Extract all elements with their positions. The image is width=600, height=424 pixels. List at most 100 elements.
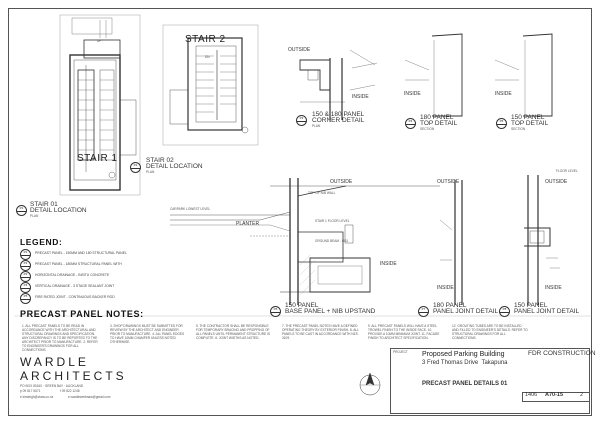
- caption-bubble-joint2: [499, 306, 510, 317]
- label-inside-joint1: INSIDE: [437, 285, 454, 291]
- top-detail-1: [404, 33, 463, 117]
- legend-tag: P4: [23, 283, 28, 287]
- legend-bubble: [20, 282, 31, 293]
- caption-joint1-line2: PANEL JOINT DETAIL: [433, 308, 499, 315]
- caption-stair1-line2: DETAIL LOCATION: [30, 207, 87, 214]
- label-outside-joint2: OUTSIDE: [545, 179, 568, 185]
- caption-bubble-top2: [496, 118, 507, 129]
- caption-stair1-line1: STAIR 01: [30, 201, 58, 208]
- legend-tag: P1: [23, 250, 28, 254]
- title-block: [390, 348, 590, 414]
- legend-bubble: [20, 249, 31, 260]
- revision-number: 2: [580, 392, 584, 398]
- company-email-1: e kirsteigh@clara.co.nz: [20, 395, 54, 399]
- client-name: FDR CONSTRUCTION: [528, 350, 596, 357]
- label-floor-level: FLOOR LEVEL: [556, 169, 578, 173]
- legend-item-text: FIRE RATED JOINT - CONTINUOUS BACKER ROD: [35, 295, 115, 299]
- base-panel-detail: [170, 178, 440, 305]
- label-inside-top2: INSIDE: [495, 91, 512, 97]
- note-col-4: 7. THE PRECAST PANEL NOTES HAVE A DEFINE…: [282, 324, 359, 340]
- caption-corner-line1: 150 & 180 PANEL: [312, 111, 365, 118]
- caption-top1-line1: 180 PANEL: [420, 114, 454, 121]
- label-inside-top1: INSIDE: [404, 91, 421, 97]
- note-col-3: 5. THE CONTRACTOR SHALL BE RESPONSIBLE F…: [196, 324, 271, 340]
- caption-num-stair1: P1: [19, 206, 24, 210]
- label-up-stair1: UP: [97, 39, 102, 43]
- caption-stair1-scale: PLAN: [30, 214, 39, 218]
- caption-top2-line2: TOP DETAIL: [511, 120, 549, 127]
- caption-num-corner: P3: [299, 116, 304, 120]
- drawing-number: A70-15: [545, 392, 564, 398]
- caption-bubble-stair1: [16, 205, 27, 216]
- caption-base-line1: 150 PANEL: [285, 302, 319, 309]
- label-planter: PLANTER: [236, 221, 260, 227]
- legend-bubble: [20, 260, 31, 271]
- legend-tag: P2: [23, 261, 28, 265]
- label-outside-base: OUTSIDE: [330, 179, 353, 185]
- caption-corner-line2: CORNER DETAIL: [312, 117, 365, 124]
- notes-title: PRECAST PANEL NOTES:: [20, 309, 144, 319]
- sheet-border: [8, 8, 592, 416]
- caption-stair2-scale: PLAN: [146, 170, 155, 174]
- label-inside-base: INSIDE: [380, 261, 397, 267]
- company-address: PO BOX 80160 · GREEN BAY · AUCKLAND: [20, 384, 84, 388]
- sheet-number-box: [522, 392, 590, 402]
- caption-stair2-line2: DETAIL LOCATION: [146, 163, 203, 170]
- caption-top1-scale: SECTION: [420, 127, 435, 131]
- caption-num-joint1: P7: [421, 307, 426, 311]
- panel-joint-detail-1: [439, 180, 463, 305]
- project-name: Proposed Parking Building: [422, 351, 505, 358]
- caption-bubble-stair2: [130, 162, 141, 173]
- legend-item-text: PRECAST PANEL - 180MM STRUCTURAL PANEL W…: [35, 262, 122, 266]
- note-col-5: 9. ALL PRECAST PANELS WILL HAVE A STEEL …: [368, 324, 440, 340]
- caption-num-top1: P4: [408, 119, 413, 123]
- caption-num-top2: P5: [499, 119, 504, 123]
- company-email-2: e wardlewerbsaw@gmail.com: [68, 395, 111, 399]
- project-address: 3 Fred Thomas Drive Takapuna: [422, 360, 508, 366]
- job-number: 1406: [525, 392, 538, 398]
- legend-item-text: PRECAST PANEL - 150MM AND 180 STRUCTURAL…: [35, 251, 127, 255]
- label-top-nib: TOP OF NIB WALL: [308, 191, 336, 195]
- caption-num-joint2: P8: [502, 307, 507, 311]
- company-fax: f 09 822 1248: [60, 389, 80, 393]
- note-col-1: 1. ALL PRECAST PANELS TO BE READ IN ACCO…: [22, 324, 98, 352]
- caption-num-stair2: P2: [133, 163, 138, 167]
- stair1-title: STAIR 1: [77, 153, 118, 164]
- label-ground-beam: GROUND BEAM - GB1: [315, 239, 349, 243]
- legend-bubble: [20, 271, 31, 282]
- caption-base-line2: BASE PANEL + NIB UPSTAND: [285, 308, 376, 315]
- label-outside-joint1: OUTSIDE: [437, 179, 460, 185]
- caption-num-base: P6: [273, 307, 278, 311]
- project-label: PROJECT: [393, 350, 408, 354]
- label-outside-corner: OUTSIDE: [288, 47, 311, 53]
- top-detail-2: [494, 33, 553, 117]
- stair2-title: STAIR 2: [185, 34, 226, 45]
- legend-item-text: HORIZONTAL DRAINAGE - INSITU CONCRETE: [35, 273, 110, 277]
- caption-top1-line2: TOP DETAIL: [420, 120, 458, 127]
- stair2-plan: [162, 24, 259, 146]
- caption-bubble-base: [270, 306, 281, 317]
- stair1-plan: [59, 14, 141, 196]
- company-name-1: WARDLE: [20, 355, 89, 369]
- legend-bubble: [20, 293, 31, 304]
- company-name-2: ARCHITECTS: [20, 369, 127, 383]
- label-stair-floor: STAIR 1 FLOOR LEVEL: [315, 219, 350, 223]
- legend-item-text: VERTICAL DRAINAGE - 3 STAGE SEALANT JOIN…: [35, 284, 115, 288]
- caption-corner-scale: PLAN: [312, 124, 321, 128]
- note-col-2: 3. SHOP DRAWINGS MUST BE SUBMITTED FOR R…: [110, 324, 185, 344]
- note-col-6: 12. GROUTING TUBES ARE TO BE INSTALLED A…: [452, 324, 528, 340]
- caption-joint2-line1: 150 PANEL: [514, 302, 548, 309]
- caption-bubble-joint1: [418, 306, 429, 317]
- panel-joint-detail-2: [524, 175, 560, 305]
- caption-top2-line1: 150 PANEL: [511, 114, 545, 121]
- label-carpark-lowest: CARPARK LOWEST LEVEL: [170, 207, 211, 211]
- caption-top2-scale: SECTION: [511, 127, 526, 131]
- sheet-title: PRECAST PANEL DETAILS 01: [422, 381, 508, 387]
- company-phone: p 09 817 5671: [20, 389, 41, 393]
- caption-bubble-top1: [405, 118, 416, 129]
- label-inside-joint2: INSIDE: [545, 285, 562, 291]
- corner-detail: [299, 49, 378, 120]
